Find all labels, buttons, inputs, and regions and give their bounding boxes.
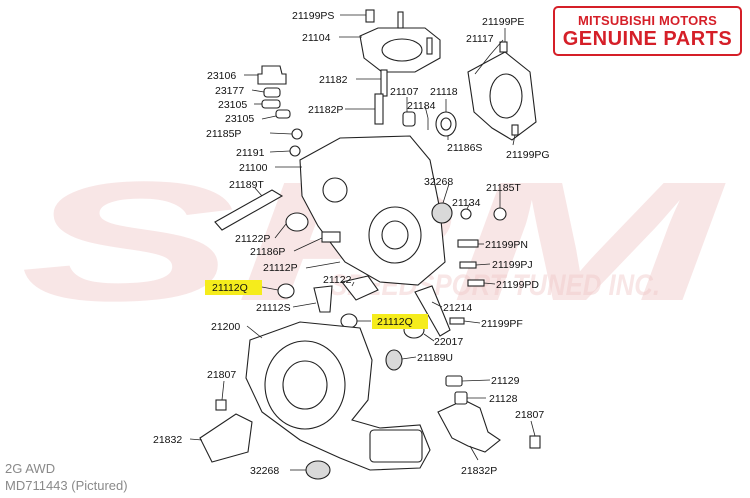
badge-brand: MITSUBISHI MOTORS (578, 12, 717, 28)
caption-part-number: MD711443 (Pictured) (5, 478, 128, 493)
cover-dome (381, 38, 423, 62)
part-21107-drawing (402, 111, 416, 127)
label-21182: 21182 (319, 74, 348, 86)
label-21117: 21117 (466, 33, 494, 45)
label-21199pg: 21199PG (506, 149, 550, 161)
label-21191: 21191 (236, 147, 265, 159)
label-21199pj: 21199PJ (492, 259, 533, 271)
rod-21182p-drawing (374, 93, 384, 125)
part-21112s-drawing (313, 285, 333, 313)
plug-21185p-drawing (291, 128, 303, 140)
leader-lines (189, 14, 536, 471)
clutch-bore-inner (282, 360, 328, 410)
label-21185p: 21185P (206, 128, 241, 140)
label-21122p: 21122P (235, 233, 270, 245)
part-drawings (199, 9, 541, 480)
label-21134: 21134 (452, 197, 481, 209)
seal-21122p-drawing (285, 212, 309, 232)
bolt-21199pn-drawing (457, 239, 479, 248)
seal-32268-drawing (431, 202, 453, 224)
bolt-21199pj-drawing (459, 261, 477, 269)
label-21199pe: 21199PE (482, 16, 524, 28)
label-23105-b: 23105 (225, 113, 254, 125)
part-21128-drawing (454, 391, 468, 405)
highlight-21112q-right (372, 314, 428, 329)
label-21129: 21129 (491, 375, 520, 387)
plug-21185t-drawing (493, 207, 507, 221)
label-21200: 21200 (211, 321, 240, 333)
badge-genuine-parts: GENUINE PARTS (562, 27, 733, 50)
stud-drawing (397, 11, 404, 29)
label-21189t: 21189T (229, 179, 264, 191)
part-21186p-drawing (321, 231, 341, 243)
label-21832p: 21832P (461, 465, 497, 477)
bolt-21199pd-drawing (467, 279, 485, 287)
label-23106: 23106 (207, 70, 236, 82)
bracket-21832p-drawing (437, 399, 501, 453)
highlight-21112q-left (205, 280, 262, 295)
label-21186p: 21186P (250, 246, 285, 258)
label-21807-right: 21807 (515, 409, 544, 421)
seal-21189u-drawing (385, 349, 403, 371)
transfer-cover-recess (489, 73, 523, 119)
differential-housing (369, 429, 423, 463)
label-32268-b: 32268 (250, 465, 279, 477)
label-21199pd: 21199PD (496, 279, 539, 291)
boot-23106-drawing (257, 65, 287, 85)
stud-drawing-2 (426, 37, 433, 55)
bracket-21214-drawing (414, 285, 451, 337)
part-23105-drawing (261, 99, 281, 109)
label-21189u: 21189U (417, 352, 453, 364)
label-21112s: 21112S (256, 302, 291, 314)
label-21112p: 21112P (263, 262, 298, 274)
seal-32268-bottom-drawing (305, 460, 331, 480)
label-21199ps: 21199PS (292, 10, 334, 22)
label-21112q-left: 21112Q (212, 282, 248, 294)
label-21184: 21184 (407, 100, 436, 112)
label-21104: 21104 (302, 32, 331, 44)
label-21100: 21100 (239, 162, 268, 174)
part-21112q-left-drawing (277, 283, 295, 299)
caption-model: 2G AWD (5, 461, 56, 476)
bolt-21199ps-drawing (365, 9, 375, 23)
label-21807-left: 21807 (207, 369, 236, 381)
case-bore-2 (322, 177, 348, 203)
bearing-bore-inner (381, 220, 409, 250)
label-22017: 22017 (434, 336, 463, 348)
rod-21182-drawing (380, 69, 388, 97)
bracket-21832-drawing (199, 413, 253, 463)
label-21832: 21832 (153, 434, 182, 446)
label-21185t: 21185T (486, 182, 521, 194)
bolt-21807-right-drawing (529, 435, 541, 449)
part-23177-drawing (263, 87, 281, 98)
label-21112q-right: 21112Q (377, 316, 413, 328)
bolt-21199pe-drawing (499, 41, 508, 53)
bolt-21199pg-drawing (511, 124, 519, 136)
bolt-21199pf-drawing (449, 317, 465, 325)
label-21199pn: 21199PN (485, 239, 528, 251)
label-21182p: 21182P (308, 104, 343, 116)
seal-21118-inner (440, 117, 452, 131)
label-21199pf: 21199PF (481, 318, 523, 330)
label-21186s: 21186S (447, 142, 482, 154)
part-23105b-drawing (275, 109, 291, 119)
genuine-parts-badge: MITSUBISHI MOTORS GENUINE PARTS (553, 6, 742, 56)
label-21107: 21107 (390, 86, 419, 98)
label-21118: 21118 (430, 86, 458, 98)
label-32268-a: 32268 (424, 176, 453, 188)
oring-21191-drawing (289, 145, 301, 157)
ring-21134-drawing (460, 208, 472, 220)
label-21214: 21214 (443, 302, 472, 314)
label-21122: 21122 (323, 274, 352, 286)
plate-21189t-drawing (214, 189, 284, 231)
label-23105-a: 23105 (218, 99, 247, 111)
label-23177: 23177 (215, 85, 244, 97)
part-21122-drawing (341, 275, 379, 301)
bolt-21807-left-drawing (215, 399, 227, 411)
label-21128: 21128 (489, 393, 518, 405)
part-number-labels: 21199PS 21104 21199PE 21117 23106 21182 … (153, 10, 550, 477)
part-21129-drawing (445, 375, 463, 387)
